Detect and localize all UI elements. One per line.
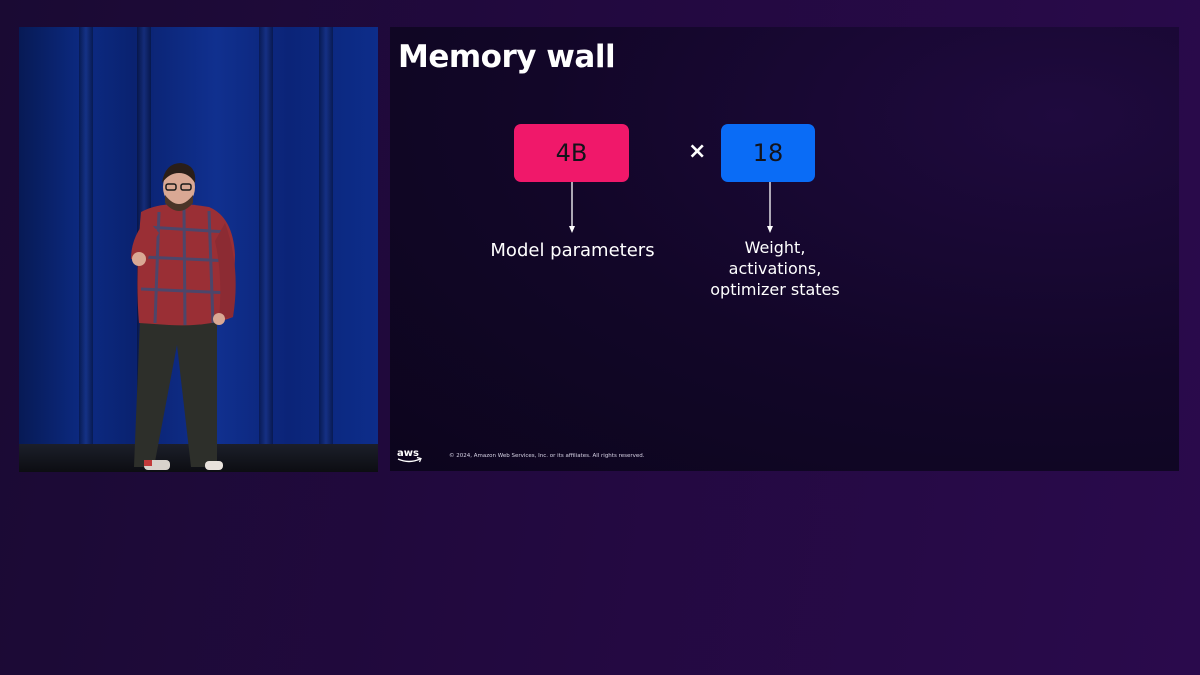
curtain-fold xyxy=(259,27,273,444)
aws-logo-icon: aws xyxy=(397,448,422,463)
multiply-operator: × xyxy=(688,139,707,164)
slide-title: Memory wall xyxy=(398,39,616,75)
speaker-figure xyxy=(131,163,236,470)
bytes-factor-box: 18 xyxy=(721,124,815,182)
arrow-down-icon xyxy=(767,182,773,233)
presentation-slide: Memory wall 4B × 18 Model parameters Wei… xyxy=(390,27,1179,471)
arrow-down-icon xyxy=(569,182,575,233)
model-parameters-box: 4B xyxy=(514,124,629,182)
bytes-factor-label-line: Weight, xyxy=(744,238,806,257)
copyright-notice: © 2024, Amazon Web Services, Inc. or its… xyxy=(449,453,645,459)
bytes-factor-label-line: activations, xyxy=(728,259,822,278)
aws-logo-text: aws xyxy=(397,448,419,459)
speaker-video xyxy=(19,27,378,472)
bytes-factor-label: Weight, activations, optimizer states xyxy=(700,237,850,300)
bytes-factor-value: 18 xyxy=(752,139,784,167)
model-parameters-value: 4B xyxy=(555,139,588,167)
curtain-fold xyxy=(79,27,93,444)
bytes-factor-label-line: optimizer states xyxy=(710,280,840,299)
curtain-fold xyxy=(319,27,333,444)
model-parameters-label: Model parameters xyxy=(490,240,655,261)
